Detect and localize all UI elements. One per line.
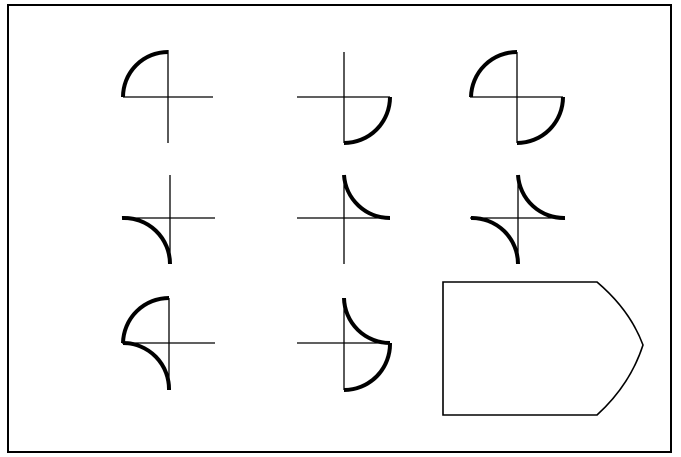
panel-5-arc xyxy=(342,174,391,221)
panel-2 xyxy=(297,52,392,145)
panel-1 xyxy=(121,50,213,143)
panel-6-arc-a xyxy=(470,215,520,265)
panel-6 xyxy=(470,174,566,265)
panel-3-arc-b xyxy=(516,96,565,145)
panel-8 xyxy=(297,297,393,392)
panel-4-arc xyxy=(121,215,173,265)
panel-3 xyxy=(469,50,565,145)
panel-7-arc-a xyxy=(121,296,170,344)
panel-4 xyxy=(121,175,215,265)
outer-frame xyxy=(7,4,672,453)
panel-7 xyxy=(121,296,215,391)
panel-6-arc-b xyxy=(516,174,566,221)
panel-9-bullet-shape xyxy=(442,281,644,416)
panel-5 xyxy=(297,174,391,264)
panel-1-arc xyxy=(121,50,169,98)
panel-7-arc-b xyxy=(122,341,172,391)
panel-8-arc-a xyxy=(342,297,391,345)
panel-2-arc xyxy=(343,96,392,145)
panel-3-arc-a xyxy=(469,50,518,98)
panel-8-arc-b xyxy=(343,342,393,392)
